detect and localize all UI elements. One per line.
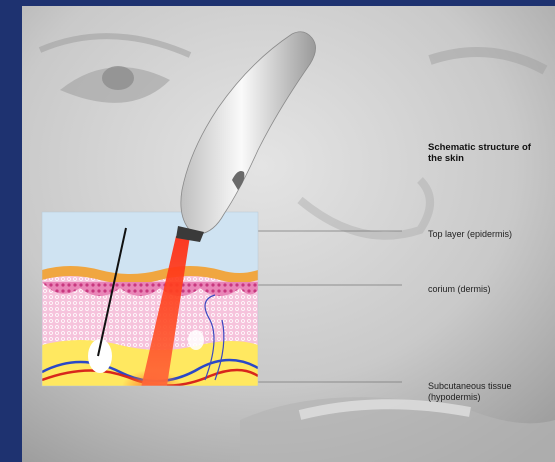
diagram-title-line-2: the skin [428,153,531,164]
label-hypodermis-line-1: Subcutaneous tissue [428,381,512,392]
label-epidermis: Top layer (epidermis) [428,229,512,240]
label-hypodermis: Subcutaneous tissue (hypodermis) [428,381,512,403]
sweat-gland [188,330,204,350]
skin-illustration-frame: Schematic structure of the skin Top laye… [22,6,555,462]
left-eye-iris [102,66,134,90]
label-hypodermis-line-2: (hypodermis) [428,392,512,403]
label-dermis: corium (dermis) [428,284,491,295]
diagram-title: Schematic structure of the skin [428,142,531,164]
skin-cross-section [42,212,258,402]
diagram-title-line-1: Schematic structure of [428,142,531,153]
